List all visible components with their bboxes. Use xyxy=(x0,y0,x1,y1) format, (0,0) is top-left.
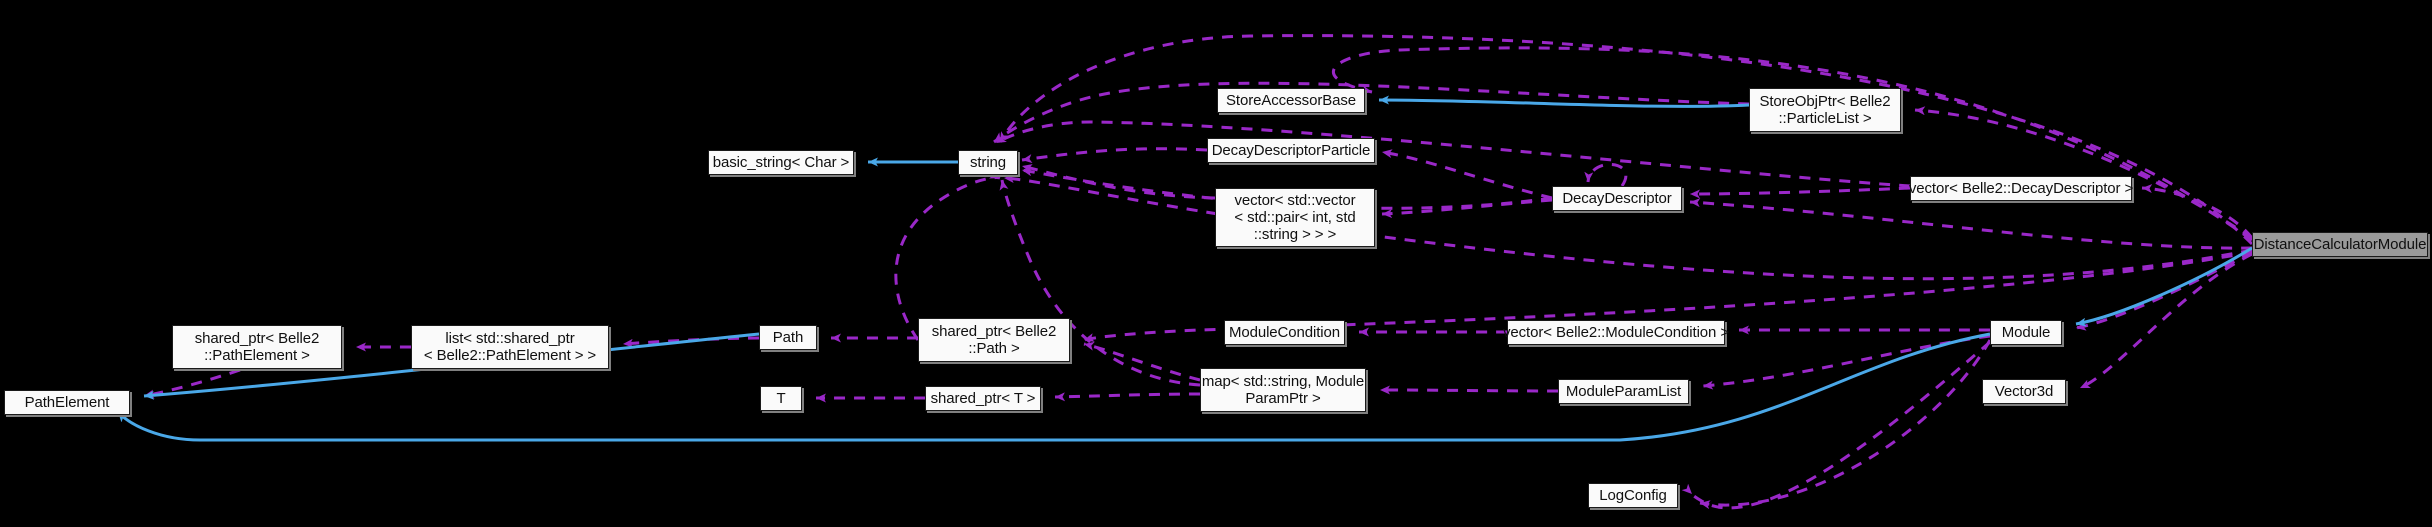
usage-edges xyxy=(143,34,2254,510)
node-t[interactable]: T xyxy=(760,386,802,411)
node-shared-ptr-path[interactable]: shared_ptr< Belle2 ::Path > xyxy=(918,318,1070,362)
node-vector-modulecondition[interactable]: vector< Belle2::ModuleCondition > xyxy=(1503,320,1729,345)
node-vector-decaydescriptor[interactable]: vector< Belle2::DecayDescriptor > xyxy=(1908,176,2134,201)
node-label: shared_ptr< Belle2 ::Path > xyxy=(931,323,1057,357)
node-label: list< std::shared_ptr < Belle2::PathElem… xyxy=(423,330,597,364)
node-list-shared-ptr-pathelement[interactable]: list< std::shared_ptr < Belle2::PathElem… xyxy=(411,325,609,369)
node-label: StoreAccessorBase xyxy=(1225,92,1357,109)
node-pathelement[interactable]: PathElement xyxy=(4,390,130,415)
node-label: Module xyxy=(2001,324,2051,341)
node-shared-ptr-pathelement[interactable]: shared_ptr< Belle2 ::PathElement > xyxy=(172,325,342,369)
node-label: PathElement xyxy=(24,394,110,411)
node-label: vector< std::vector < std::pair< int, st… xyxy=(1234,192,1356,243)
node-label: T xyxy=(776,390,786,407)
node-storeaccessorbase[interactable]: StoreAccessorBase xyxy=(1217,88,1365,113)
node-vector3d[interactable]: Vector3d xyxy=(1982,379,2066,404)
node-storeobjptr-particlelist[interactable]: StoreObjPtr< Belle2 ::ParticleList > xyxy=(1749,88,1901,132)
node-label: DecayDescriptorParticle xyxy=(1211,142,1371,159)
node-logconfig[interactable]: LogConfig xyxy=(1588,483,1678,508)
node-label: string xyxy=(969,154,1007,171)
node-vector-vector-pair-int-string[interactable]: vector< std::vector < std::pair< int, st… xyxy=(1215,188,1375,247)
node-label: Path xyxy=(772,329,804,346)
node-moduleparamlist[interactable]: ModuleParamList xyxy=(1558,379,1689,404)
node-label: DistanceCalculatorModule xyxy=(2253,236,2427,253)
node-label: shared_ptr< Belle2 ::PathElement > xyxy=(194,330,320,364)
node-decaydescriptor[interactable]: DecayDescriptor xyxy=(1552,186,1682,211)
node-label: ModuleParamList xyxy=(1565,383,1682,400)
node-decaydescriptorparticle[interactable]: DecayDescriptorParticle xyxy=(1207,138,1375,163)
node-path[interactable]: Path xyxy=(759,325,817,350)
node-label: StoreObjPtr< Belle2 ::ParticleList > xyxy=(1759,93,1891,127)
node-label: DecayDescriptor xyxy=(1562,190,1672,207)
node-label: vector< Belle2::ModuleCondition > xyxy=(1503,324,1730,341)
node-label: basic_string< Char > xyxy=(712,154,850,171)
node-string[interactable]: string xyxy=(958,150,1018,175)
inheritance-edges xyxy=(116,95,2253,442)
node-map-string-moduleparamptr[interactable]: map< std::string, Module ParamPtr > xyxy=(1200,368,1366,412)
node-label: LogConfig xyxy=(1599,487,1667,504)
node-distancecalculatormodule[interactable]: DistanceCalculatorModule xyxy=(2252,232,2428,257)
node-modulecondition[interactable]: ModuleCondition xyxy=(1224,320,1345,345)
node-shared-ptr-t[interactable]: shared_ptr< T > xyxy=(925,386,1041,411)
node-basic-string-char[interactable]: basic_string< Char > xyxy=(708,150,854,175)
node-label: vector< Belle2::DecayDescriptor > xyxy=(1908,180,2134,197)
node-label: ModuleCondition xyxy=(1228,324,1341,341)
node-module[interactable]: Module xyxy=(1990,320,2062,345)
node-label: shared_ptr< T > xyxy=(930,390,1036,407)
node-label: map< std::string, Module ParamPtr > xyxy=(1201,373,1365,407)
node-label: Vector3d xyxy=(1994,383,2054,400)
